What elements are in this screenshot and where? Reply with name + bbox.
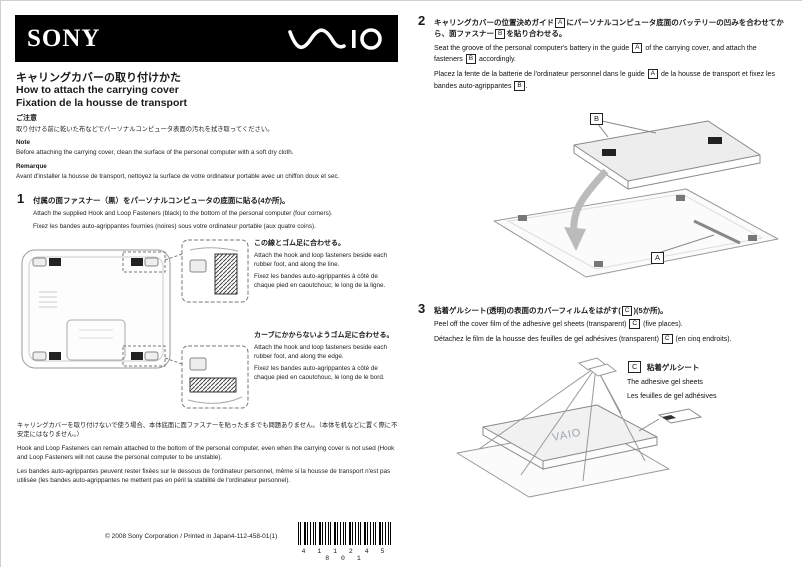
magnifier-line-view xyxy=(181,239,249,303)
notice-fr-text: Avant d'installer la housse de transport… xyxy=(16,172,340,180)
inline-label-a: A xyxy=(555,18,566,28)
attach-arrow xyxy=(570,168,609,234)
step-3-number: 3 xyxy=(418,301,426,316)
inline-label-b: B xyxy=(495,29,506,40)
copyright-line: © 2008 Sony Corporation / Printed in Jap… xyxy=(105,533,277,540)
legend-fr: Les feuilles de gel adhésives xyxy=(627,392,717,400)
callout-edge-fr: Fixez les bandes auto-agrippantes à côté… xyxy=(254,364,385,382)
fastener-strip xyxy=(49,258,61,266)
callout-line-fr: Fixez les bandes auto-agrippantes à côté… xyxy=(254,272,386,290)
rubber-foot xyxy=(32,351,47,361)
step-3-fr: Détachez le film de la housse des feuill… xyxy=(434,334,732,345)
callout-edge-en: Attach the hook and loop fasteners besid… xyxy=(254,343,388,361)
gel-sheet-icon xyxy=(638,408,703,432)
step-3-en: Peel off the cover film of the adhesive … xyxy=(434,319,683,330)
title-ja: キャリングカバーの取り付けかた xyxy=(16,72,181,84)
inline-label-b: B xyxy=(465,54,477,65)
step-2-en: Seat the groove of the personal computer… xyxy=(434,42,757,65)
rubber-foot xyxy=(144,257,159,267)
step-1-number: 1 xyxy=(17,191,25,206)
notice-fr-label: Remarque xyxy=(16,162,47,170)
cover-attach-diagram xyxy=(493,120,779,278)
gel-sheet-peel-diagram: VAIO xyxy=(456,357,670,498)
peel-lines xyxy=(478,366,646,482)
fastener-strip xyxy=(49,352,61,360)
step-2-number: 2 xyxy=(418,13,426,28)
additional-note-ja: キャリングカバーを取り付けないで使う場合、本体底面に面ファスナーを貼ったままでも… xyxy=(17,422,398,439)
step-2-fr: Placez la fente de la batterie de l'ordi… xyxy=(434,69,775,92)
step-1-ja: 付属の面ファスナー（黒）をパーソナルコンピュータの底面に貼る(4か所)。 xyxy=(33,196,290,205)
carrying-cover xyxy=(493,188,779,278)
legend-en: The adhesive gel sheets xyxy=(627,379,703,386)
title-en: How to attach the carrying cover xyxy=(16,84,179,96)
fastener-strip xyxy=(602,149,616,156)
barcode-digits: 4 1 1 2 4 5 8 0 1 xyxy=(301,548,389,562)
notice-en-text: Before attaching the carrying cover, cle… xyxy=(16,149,294,157)
additional-note: キャリングカバーを取り付けないで使う場合、本体底面に面ファスナーを貼ったままでも… xyxy=(17,421,398,486)
additional-note-en: Hook and Loop Fasteners can remain attac… xyxy=(17,444,395,462)
fastener-strip xyxy=(708,137,722,144)
rubber-foot xyxy=(144,351,159,361)
step-1-fr: Fixez les bandes auto-agrippantes fourni… xyxy=(33,222,316,230)
notice-block: ご注意 取り付ける前に乾いた布などでパーソナルコンピュータ表面の汚れを拭き取って… xyxy=(16,113,398,181)
laptop-lid-logo: VAIO xyxy=(551,427,582,444)
inline-label-c: C xyxy=(629,319,641,330)
label-b: B xyxy=(590,113,604,125)
part-number: 4-112-458-01(1) xyxy=(230,533,278,540)
callout-edge-ja: カーブにかからないようゴム足に合わせる。 xyxy=(254,332,394,339)
fastener-strip xyxy=(131,352,143,360)
laptop-bottom-diagram xyxy=(21,239,249,409)
notice-en-label: Note xyxy=(16,139,30,147)
magnifier-edge-view xyxy=(181,345,249,409)
label-c: C xyxy=(628,361,642,373)
guide-ridge xyxy=(693,219,741,245)
copyright-text: © 2008 Sony Corporation / Printed in Jap… xyxy=(105,533,231,540)
rubber-foot xyxy=(32,257,47,267)
step-1: 1 付属の面ファスナー（黒）をパーソナルコンピュータの底面に貼る(4か所)。 A… xyxy=(17,191,399,231)
step-3: 3 粘着ゲルシート(透明)の表面のカバーフィルムをはがす(C)(5か所)。 Pe… xyxy=(418,301,793,346)
inline-label-a: A xyxy=(632,42,643,53)
sony-logo: SONY xyxy=(27,24,101,52)
gel-sheet-legend: C 粘着ゲルシート The adhesive gel sheets Les fe… xyxy=(627,357,772,439)
callout-line-ja: この線とゴム足に合わせる。 xyxy=(254,240,345,247)
step-3-ja: 粘着ゲルシート(透明)の表面のカバーフィルムをはがす(C)(5か所)。 xyxy=(434,306,668,316)
label-a: A xyxy=(651,252,665,264)
callout-edge: カーブにかからないようゴム足に合わせる。 Attach the hook and… xyxy=(254,331,397,383)
callout-line-en: Attach the hook and loop fasteners besid… xyxy=(254,251,388,269)
notice-ja-label: ご注意 xyxy=(16,115,37,122)
vaio-logo-icon xyxy=(288,27,382,50)
cover-film xyxy=(587,363,618,377)
title-fr: Fixation de la housse de transport xyxy=(16,97,187,109)
step-1-en: Attach the supplied Hook and Loop Fasten… xyxy=(33,210,333,218)
fastener-strip xyxy=(131,258,143,266)
callout-line: この線とゴム足に合わせる。 Attach the hook and loop f… xyxy=(254,239,397,291)
notice-ja-text: 取り付ける前に乾いた布などでパーソナルコンピュータ表面の汚れを拭き取ってください… xyxy=(16,126,274,133)
inline-label-a: A xyxy=(647,69,658,80)
inline-label-c: C xyxy=(661,334,673,345)
barcode xyxy=(298,522,391,545)
inline-label-b: B xyxy=(514,81,525,92)
additional-note-fr: Les bandes auto-agrippantes peuvent rest… xyxy=(17,467,391,485)
logo-bar: SONY xyxy=(15,15,398,62)
inline-label-c: C xyxy=(621,306,633,316)
legend-ja: 粘着ゲルシート xyxy=(646,363,700,372)
